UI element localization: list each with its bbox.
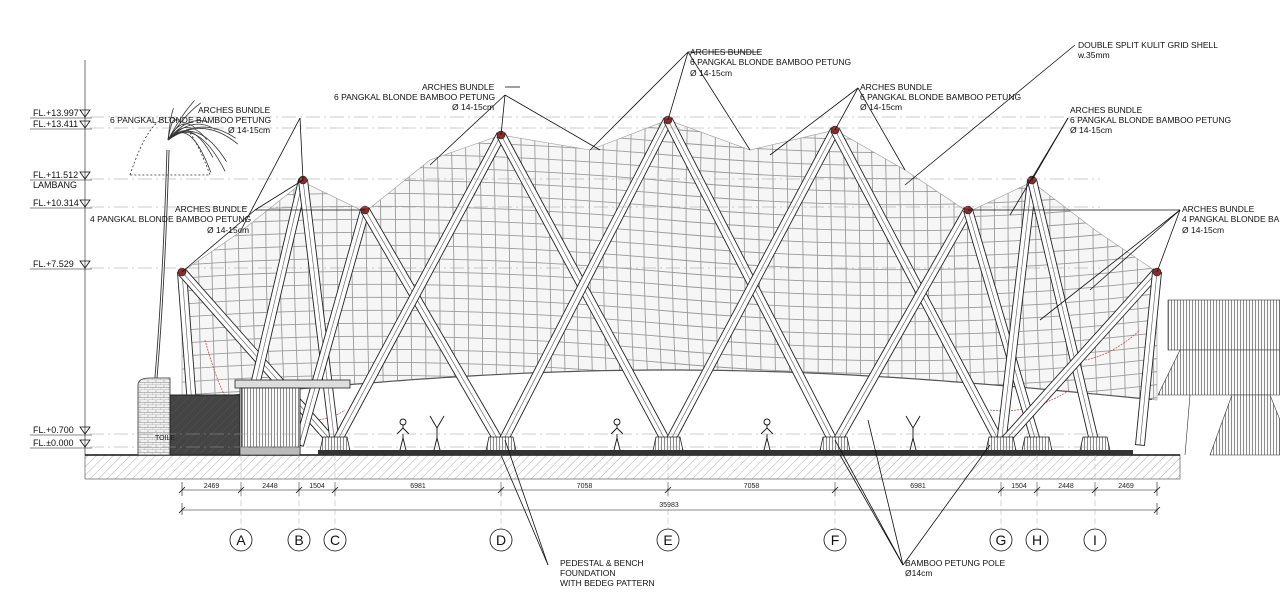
- svg-text:4 PANGKAL BLONDE BAMBOO PETUNG: 4 PANGKAL BLONDE BAMBOO PETUNG: [90, 214, 251, 224]
- callout-center-left: ARCHES BUNDLE 6 PANGKAL BLONDE BAMBOO PE…: [334, 82, 495, 112]
- svg-text:FOUNDATION: FOUNDATION: [560, 568, 616, 578]
- dimension-segment: 2448: [262, 483, 278, 490]
- grid-axis-label: E: [663, 532, 672, 548]
- dimension-total: 35983: [659, 502, 679, 509]
- svg-text:6 PANGKAL BLONDE BAMBOO PETUNG: 6 PANGKAL BLONDE BAMBOO PETUNG: [860, 92, 1021, 102]
- callout-left-top: ARCHES BUNDLE 6 PANGKAL BLONDE BAMBOO PE…: [110, 105, 271, 135]
- dimension-segment: 7058: [744, 483, 760, 490]
- svg-text:Ø 14-15cm: Ø 14-15cm: [207, 225, 249, 235]
- svg-text:Ø 14-15cm: Ø 14-15cm: [1070, 125, 1112, 135]
- grid-axis-bubble: [323, 528, 347, 552]
- dimension-segment: 1504: [309, 483, 325, 490]
- grid-axis-label: F: [831, 532, 840, 548]
- dimension-strings: 2469 2448 1504 6981 7058 7058 6981 1504 2448 2469…: [178, 482, 1161, 515]
- people: [396, 415, 921, 451]
- grid-axis-label: I: [1093, 532, 1097, 548]
- svg-text:Ø 14-15cm: Ø 14-15cm: [690, 68, 732, 78]
- grid-axis-label: C: [330, 532, 340, 548]
- leader-lines: [181, 44, 1181, 566]
- svg-text:WITH BEDEG PATTERN: WITH BEDEG PATTERN: [560, 578, 655, 588]
- grid-axes: A B C D E F G H I: [229, 455, 1107, 552]
- svg-text:ARCHES BUNDLE: ARCHES BUNDLE: [175, 204, 248, 214]
- level-label: FL.+13.997: [33, 108, 79, 118]
- level-label: FL.+10.314: [33, 198, 79, 208]
- level-label: FL.+0.700: [33, 425, 74, 435]
- svg-text:Ø 14-15cm: Ø 14-15cm: [452, 102, 494, 112]
- dimension-segment: 6981: [910, 483, 926, 490]
- svg-text:6 PANGKAL BLONDE BAMBOO PETUNG: 6 PANGKAL BLONDE BAMBOO PETUNG: [690, 57, 851, 67]
- callout-pole: BAMBOO PETUNG POLE Ø14cm: [905, 558, 1005, 578]
- svg-text:DOUBLE SPLIT KULIT GRID SHELL: DOUBLE SPLIT KULIT GRID SHELL: [1078, 40, 1218, 50]
- pedestals: [318, 436, 1133, 456]
- svg-text:Ø 14-15cm: Ø 14-15cm: [860, 102, 902, 112]
- dimension-segment: 2448: [1058, 483, 1074, 490]
- arches: [177, 115, 1162, 449]
- adjacent-building: [1157, 299, 1280, 456]
- grid-axis-bubble: [1083, 528, 1107, 552]
- svg-text:ARCHES BUNDLE: ARCHES BUNDLE: [690, 47, 763, 57]
- level-markers: FL.+13.997FL.+13.411FL.+11.512FL.+10.314…: [30, 60, 1100, 455]
- dimension-segment: 2469: [1118, 483, 1134, 490]
- grid-axis-label: G: [996, 532, 1007, 548]
- ground: [84, 454, 1181, 480]
- svg-text:Ø 14-15cm: Ø 14-15cm: [228, 125, 270, 135]
- grid-axis-label: A: [236, 532, 246, 548]
- svg-text:4 PANGKAL BLONDE BAMBO: 4 PANGKAL BLONDE BAMBO: [1182, 214, 1280, 224]
- dimension-segment: 6981: [410, 483, 426, 490]
- svg-text:6 PANGKAL BLONDE BAMBOO PETUNG: 6 PANGKAL BLONDE BAMBOO PETUNG: [1070, 115, 1231, 125]
- grid-axis-bubble: [823, 528, 847, 552]
- callout-left-mid: ARCHES BUNDLE 4 PANGKAL BLONDE BAMBOO PE…: [90, 204, 251, 235]
- grid-axis-bubble: [489, 528, 513, 552]
- svg-text:ARCHES BUNDLE: ARCHES BUNDLE: [422, 82, 495, 92]
- svg-text:BAMBOO PETUNG POLE: BAMBOO PETUNG POLE: [905, 558, 1005, 568]
- grid-axis-bubble: [989, 528, 1013, 552]
- grid-axis-bubble: [229, 528, 253, 552]
- grid-axis-label: H: [1032, 532, 1042, 548]
- svg-text:ARCHES BUNDLE: ARCHES BUNDLE: [1070, 105, 1143, 115]
- callout-right-mid: ARCHES BUNDLE 4 PANGKAL BLONDE BAMBO Ø 1…: [1182, 204, 1280, 235]
- callout-center-right: ARCHES BUNDLE 6 PANGKAL BLONDE BAMBOO PE…: [860, 82, 1021, 112]
- svg-text:Ø14cm: Ø14cm: [905, 568, 932, 578]
- annotations: ARCHES BUNDLE 6 PANGKAL BLONDE BAMBOO PE…: [90, 40, 1280, 588]
- svg-text:Ø 14-15cm: Ø 14-15cm: [1182, 225, 1224, 235]
- grid-axis-bubble: [1025, 528, 1049, 552]
- lambang-label: LAMBANG: [33, 180, 77, 190]
- svg-text:PEDESTAL & BENCH: PEDESTAL & BENCH: [560, 558, 644, 568]
- dimension-segment: 7058: [577, 483, 593, 490]
- svg-text:6 PANGKAL BLONDE BAMBOO PETUNG: 6 PANGKAL BLONDE BAMBOO PETUNG: [334, 92, 495, 102]
- grid-axis-bubble: [287, 528, 311, 552]
- callout-right-top: ARCHES BUNDLE 6 PANGKAL BLONDE BAMBOO PE…: [1070, 105, 1231, 135]
- svg-text:ARCHES BUNDLE: ARCHES BUNDLE: [1182, 204, 1255, 214]
- svg-text:6 PANGKAL BLONDE BAMBOO PETUNG: 6 PANGKAL BLONDE BAMBOO PETUNG: [110, 115, 271, 125]
- level-label: FL.+13.411: [33, 119, 78, 129]
- callout-center: ARCHES BUNDLE 6 PANGKAL BLONDE BAMBOO PE…: [690, 47, 851, 78]
- level-label: FL.+7.529: [33, 259, 74, 269]
- level-label: FL.±0.000: [33, 438, 73, 448]
- callout-pedestal: PEDESTAL & BENCH FOUNDATION WITH BEDEG P…: [560, 558, 655, 588]
- level-label: FL.+11.512: [33, 170, 78, 180]
- toilet-block: TOILE: [137, 377, 351, 456]
- callout-grid-shell: DOUBLE SPLIT KULIT GRID SHELL w.35mm: [1077, 40, 1218, 60]
- grid-axis-bubble: [656, 528, 680, 552]
- svg-text:ARCHES BUNDLE: ARCHES BUNDLE: [860, 82, 933, 92]
- svg-text:ARCHES BUNDLE: ARCHES BUNDLE: [198, 105, 271, 115]
- dimension-segment: 1504: [1011, 483, 1027, 490]
- toilet-label: TOILE: [155, 435, 175, 442]
- grid-axis-label: B: [294, 532, 303, 548]
- dimension-segment: 2469: [204, 483, 220, 490]
- svg-text:w.35mm: w.35mm: [1077, 50, 1110, 60]
- grid-axis-label: D: [496, 532, 506, 548]
